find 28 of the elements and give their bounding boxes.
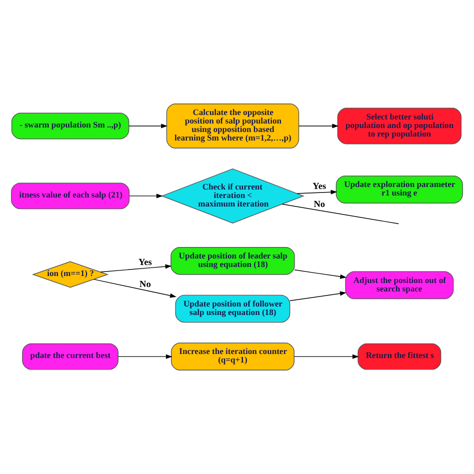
node-box: Update position of follower salp using equation (18) xyxy=(175,294,290,323)
node-box: Update exploration parameter r1 using e xyxy=(336,176,463,204)
node-box: Return the fittest s xyxy=(358,343,442,370)
node-box: Increase the iteration counter (q=q+1) xyxy=(170,342,294,370)
edge-label: No xyxy=(140,280,151,290)
arrow xyxy=(129,194,163,198)
arrow xyxy=(294,270,347,279)
node-box: - swarm population Sm ..,p) xyxy=(11,112,130,140)
edge-label: Yes xyxy=(138,258,152,268)
node-diamond: ion (m==1) ? xyxy=(32,261,109,288)
arrow xyxy=(118,354,172,359)
node-box: Update position of leader salp using equation (18) xyxy=(170,247,295,275)
node-box: pdate the current best xyxy=(22,343,118,370)
node-box: Calculate the opposite position of salp population using opposition based learning Śm where (m=1,2,…,p) xyxy=(166,104,300,148)
arrow xyxy=(294,354,359,359)
arrow xyxy=(298,124,339,128)
connector xyxy=(282,204,399,224)
node-box: Select better soluti population and op population to rep population xyxy=(337,108,462,144)
arrow xyxy=(100,264,172,272)
node-box: itness value of each salp (21) xyxy=(11,182,130,210)
node-diamond: Check if current iteration < maximum iteration xyxy=(161,168,304,224)
edge-label: No xyxy=(314,200,326,210)
arrow xyxy=(289,291,346,302)
arrow xyxy=(296,190,338,194)
arrow xyxy=(128,124,168,128)
edge-label: Yes xyxy=(312,182,326,192)
node-box: Adjust the position out of search space xyxy=(345,271,454,300)
arrow xyxy=(93,278,176,298)
